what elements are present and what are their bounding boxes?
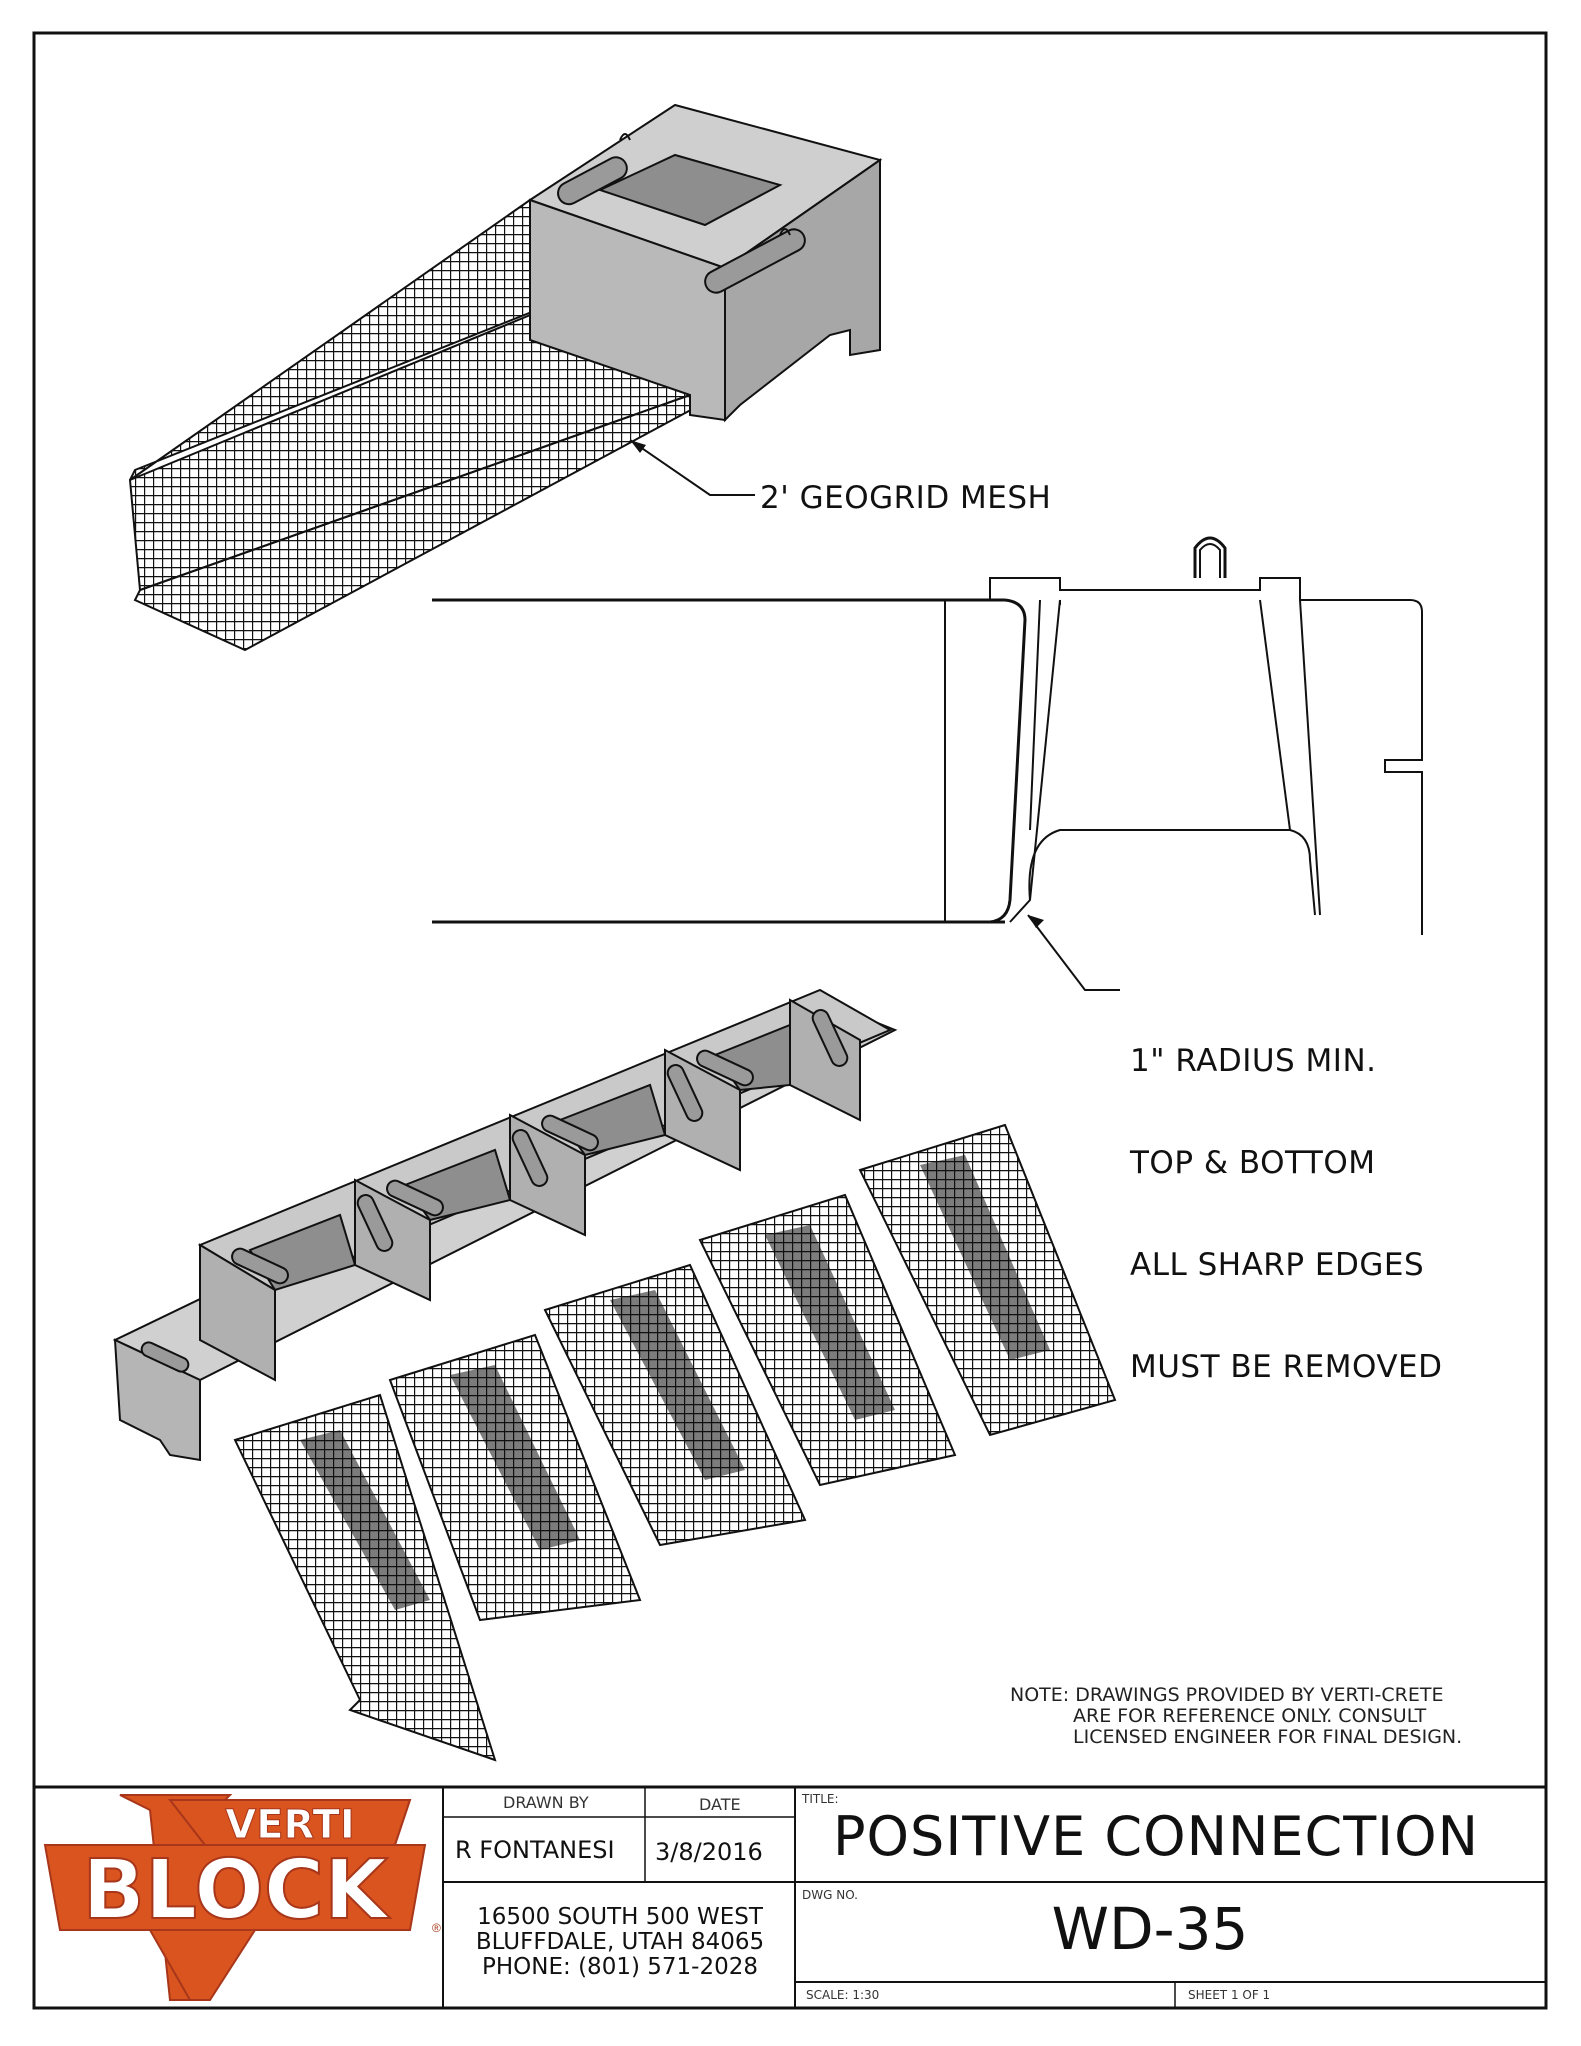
geogrid-strip bbox=[233, 1393, 497, 1762]
block-side-face bbox=[724, 158, 881, 423]
outer-border bbox=[32, 31, 1548, 2010]
radius-callout-line: TOP & BOTTOM bbox=[1130, 1145, 1376, 1181]
logo-top-word: VERTI bbox=[225, 1802, 354, 1848]
drawn-by-value: R FONTANESI bbox=[455, 1836, 615, 1864]
logo-main-word: BLOCK bbox=[82, 1843, 391, 1938]
scale-value: SCALE: 1:30 bbox=[806, 1988, 880, 2002]
address-line: 16500 SOUTH 500 WEST bbox=[477, 1904, 763, 1930]
drawn-by-label: DRAWN BY bbox=[503, 1793, 589, 1812]
title-label: TITLE: bbox=[802, 1792, 839, 1806]
radius-callout-line: ALL SHARP EDGES bbox=[1130, 1247, 1425, 1283]
note-line: NOTE: DRAWINGS PROVIDED BY VERTI-CRETE bbox=[1010, 1684, 1444, 1706]
iso-single-block-view bbox=[128, 103, 883, 652]
company-address: 16500 SOUTH 500 WEST BLUFFDALE, UTAH 840… bbox=[450, 1905, 790, 1980]
sheet-value: SHEET 1 OF 1 bbox=[1188, 1988, 1271, 2002]
logo-registered-mark: ® bbox=[432, 1921, 441, 1935]
reference-note: NOTE: DRAWINGS PROVIDED BY VERTI-CRETE A… bbox=[1010, 1685, 1462, 1748]
note-line: LICENSED ENGINEER FOR FINAL DESIGN. bbox=[1073, 1726, 1463, 1748]
drawing-title: POSITIVE CONNECTION bbox=[832, 1805, 1480, 1868]
radius-callout: 1" RADIUS MIN. TOP & BOTTOM ALL SHARP ED… bbox=[1130, 976, 1443, 1418]
block-inner-cavity bbox=[597, 153, 783, 227]
section-view bbox=[432, 536, 1423, 991]
date-label: DATE bbox=[699, 1795, 741, 1814]
radius-callout-line: 1" RADIUS MIN. bbox=[1130, 1043, 1377, 1079]
address-line: PHONE: (801) 571-2028 bbox=[482, 1954, 758, 1980]
verti-block-logo: VERTI BLOCK ® bbox=[43, 1794, 441, 2001]
radius-leader bbox=[1027, 914, 1120, 991]
geogrid-leader bbox=[629, 439, 755, 496]
title-block bbox=[34, 1785, 1546, 2008]
date-value: 3/8/2016 bbox=[655, 1838, 763, 1866]
address-line: BLUFFDALE, UTAH 84065 bbox=[475, 1929, 765, 1955]
drawing-number: WD-35 bbox=[1051, 1895, 1249, 1963]
radius-callout-line: MUST BE REMOVED bbox=[1130, 1349, 1443, 1385]
dwg-no-label: DWG NO. bbox=[802, 1888, 858, 1902]
iso-block-row-view bbox=[112, 988, 1117, 1762]
geogrid-mesh-callout: 2' GEOGRID MESH bbox=[760, 480, 1052, 516]
note-line: ARE FOR REFERENCE ONLY. CONSULT bbox=[1073, 1705, 1427, 1727]
